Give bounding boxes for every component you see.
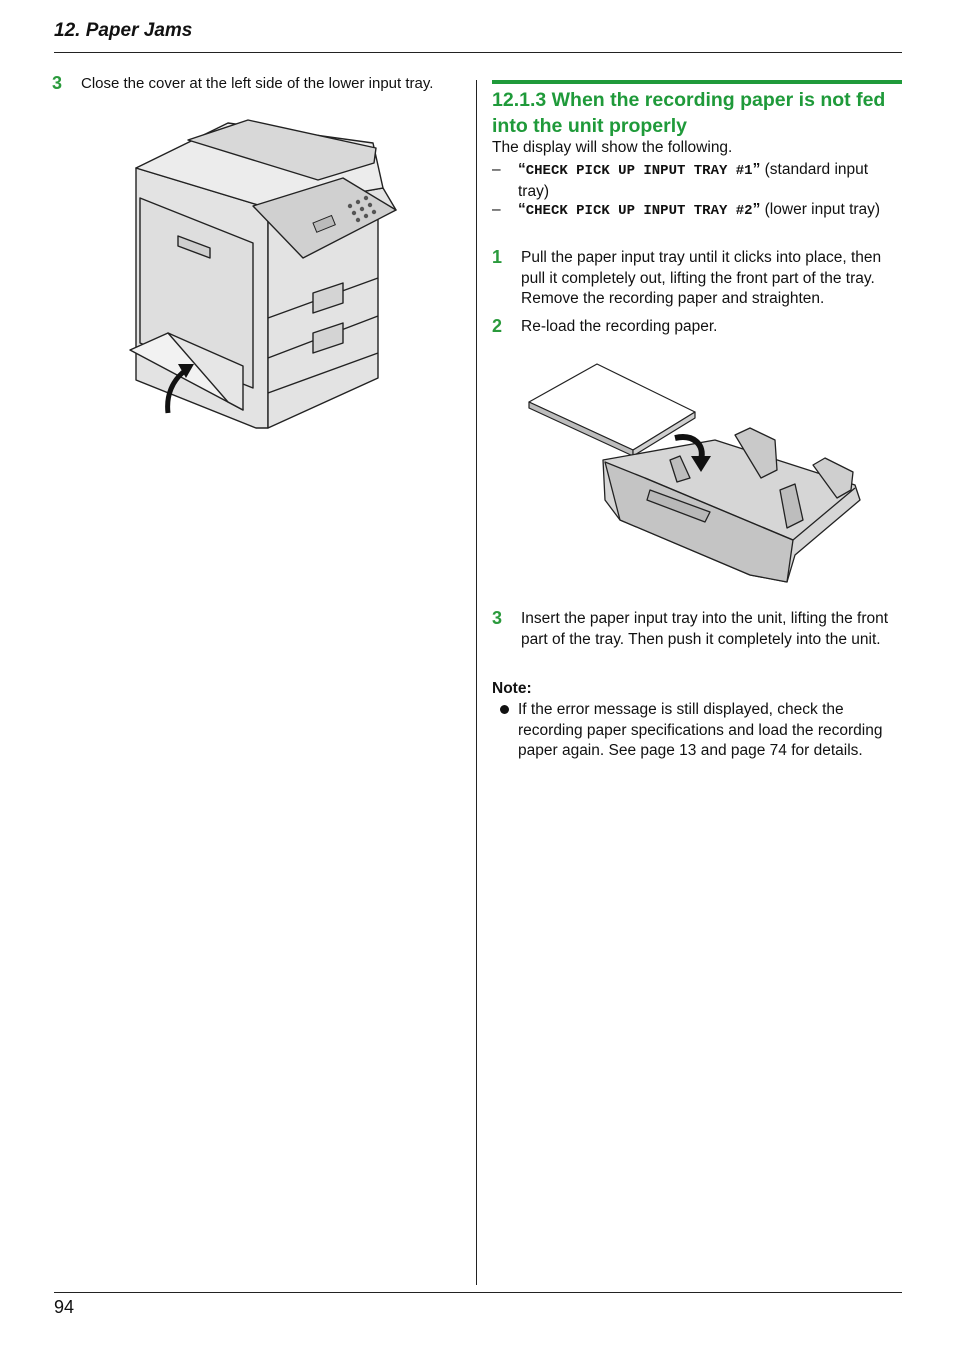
display-message-2: – “CHECK PICK UP INPUT TRAY #2” (lower i… xyxy=(492,200,902,241)
dash-marker: – xyxy=(492,161,501,178)
page-number: 94 xyxy=(54,1297,75,1317)
message-suffix: (standard input tray) xyxy=(518,161,869,200)
display-message-1: – “CHECK PICK UP INPUT TRAY #1” (standar… xyxy=(492,160,902,201)
header-divider xyxy=(54,52,902,53)
printer-illustration xyxy=(129,119,397,429)
note-label: Note: xyxy=(492,680,532,697)
note-text: If the error message is still displayed,… xyxy=(518,701,883,759)
step-1-number: 1 xyxy=(492,247,503,267)
section-heading: 12.1.3 When the recording paper is not f… xyxy=(492,89,886,137)
open-quote: “ xyxy=(518,201,526,218)
display-code: CHECK PICK UP INPUT TRAY #1 xyxy=(525,163,753,179)
close-quote: ” xyxy=(752,201,761,218)
footer-divider xyxy=(54,1292,902,1293)
left-step-text: Close the cover at the left side of the … xyxy=(81,75,434,92)
message-suffix: (lower input tray) xyxy=(760,201,881,218)
section-accent-bar xyxy=(492,80,902,84)
bullet-icon xyxy=(500,705,509,714)
step-1-text: Pull the paper input tray until it click… xyxy=(521,249,882,307)
display-code: CHECK PICK UP INPUT TRAY #2 xyxy=(525,203,753,219)
step-3-number: 3 xyxy=(492,608,503,628)
page-header-title: 12. Paper Jams xyxy=(54,20,193,41)
column-divider xyxy=(476,80,477,1285)
left-step-number: 3 xyxy=(52,73,63,93)
step-2-text: Re-load the recording paper. xyxy=(521,318,718,335)
step-3-text: Insert the paper input tray into the uni… xyxy=(521,610,889,648)
step-2-number: 2 xyxy=(492,316,503,336)
open-quote: “ xyxy=(518,161,526,178)
dash-marker: – xyxy=(492,201,501,218)
display-intro: The display will show the following. xyxy=(492,139,733,156)
paper-tray-illustration xyxy=(528,363,861,583)
close-quote: ” xyxy=(752,161,761,178)
